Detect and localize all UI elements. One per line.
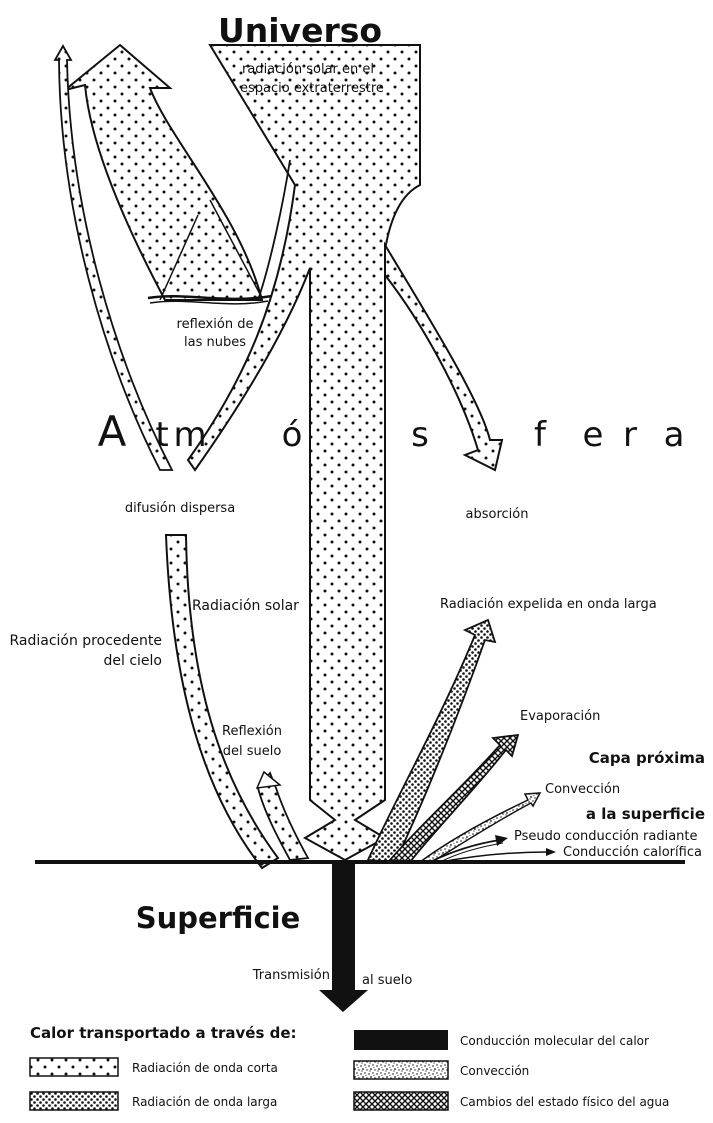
universe-label: Universo [218, 11, 382, 50]
heat-conduction-label: Conducción calorífica [563, 845, 702, 860]
legend-label-longwave: Radiación de onda larga [132, 1095, 277, 1109]
legend-label-conduction: Conducción molecular del calor [460, 1034, 649, 1048]
transmission-label: Transmisión [252, 968, 330, 983]
atmosphere-label: A t m ó s f e r a [98, 407, 685, 456]
legend-swatch-water [354, 1092, 448, 1110]
atmosphere-letter-6: f [534, 415, 547, 455]
atmosphere-letter-3: m [173, 415, 206, 455]
solar-radiation-label: Radiación solar [192, 598, 299, 614]
solar-space-label: radiación solar en el [242, 62, 374, 77]
legend-swatch-shortwave [30, 1058, 118, 1076]
solar-space-label-2: espacio extraterrestre [240, 81, 384, 96]
absorption-arrow [385, 245, 502, 470]
atmosphere-letter-2: t [155, 415, 168, 455]
cloud-reflection-label-2: las nubes [184, 335, 246, 350]
atmosphere-letter-1: A [98, 407, 127, 456]
surface-layer-label-2: a la superficie [586, 805, 705, 823]
atmosphere-letter-4: ó [282, 415, 303, 455]
legend-label-water: Cambios del estado físico del agua [460, 1095, 669, 1109]
sky-radiation-label: Radiación procedente [9, 633, 162, 649]
atmosphere-letter-5: s [411, 415, 429, 455]
ground-reflection-label-2: del suelo [223, 744, 282, 759]
evaporation-label: Evaporación [520, 709, 600, 724]
atmosphere-letter-9: a [664, 415, 685, 455]
legend-label-convection: Convección [460, 1064, 529, 1078]
surface-layer-label-1: Capa próxima [589, 749, 705, 767]
sky-radiation-arrow [166, 535, 278, 868]
longwave-label: Radiación expelida en onda larga [440, 597, 657, 612]
legend-swatch-conduction [354, 1030, 448, 1050]
surface-label: Superficie [136, 901, 301, 935]
legend-swatch-convection [354, 1061, 448, 1079]
ground-reflection-label: Reflexión [222, 724, 282, 739]
legend: Calor transportado a través de: Radiació… [30, 1024, 669, 1110]
legend-title: Calor transportado a través de: [30, 1024, 297, 1042]
atmosphere-letter-7: e [583, 415, 604, 455]
diffuse-label: difusión dispersa [125, 501, 235, 516]
sky-radiation-label-2: del cielo [104, 653, 163, 669]
atmosphere-letter-8: r [623, 415, 637, 455]
convection-label: Convección [545, 782, 620, 797]
to-ground-label: al suelo [362, 973, 412, 988]
legend-swatch-longwave [30, 1092, 118, 1110]
cloud-reflection-label: reflexión de [177, 317, 254, 332]
absorption-label: absorción [466, 507, 529, 522]
legend-label-shortwave: Radiación de onda corta [132, 1061, 278, 1075]
pseudo-conduction-label: Pseudo conducción radiante [514, 829, 698, 844]
ground-transmission-arrow [319, 862, 368, 1012]
